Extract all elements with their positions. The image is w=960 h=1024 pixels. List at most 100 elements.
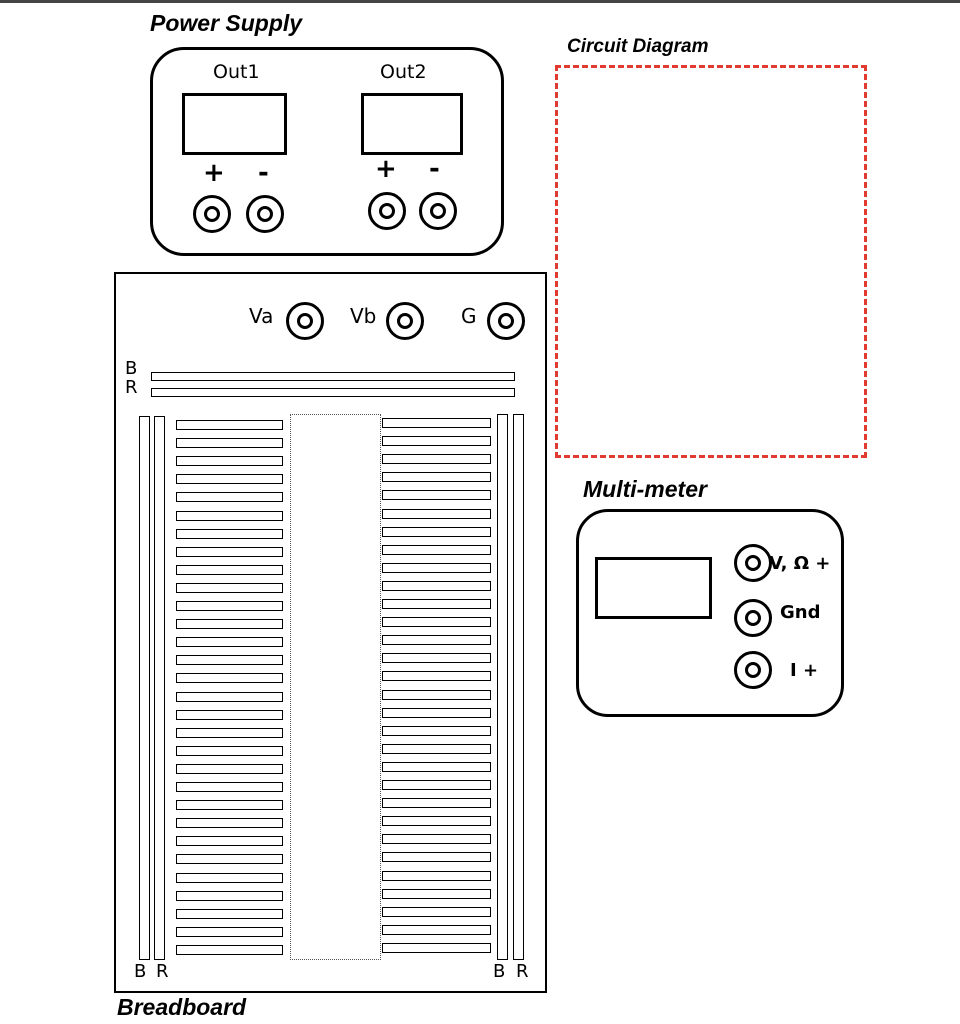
terminal-strip-right[interactable] xyxy=(382,744,491,754)
terminal-strip-right[interactable] xyxy=(382,490,491,500)
terminal-strip-left[interactable] xyxy=(176,529,283,539)
terminal-strip-left[interactable] xyxy=(176,456,283,466)
multimeter-panel: V, Ω + Gnd I + xyxy=(576,509,844,717)
terminal-strip-left[interactable] xyxy=(176,909,283,919)
terminal-strip-left[interactable] xyxy=(176,492,283,502)
terminal-strip-left[interactable] xyxy=(176,764,283,774)
terminal-va-jack-icon[interactable] xyxy=(286,302,324,340)
left-rail-r[interactable] xyxy=(154,416,165,960)
breadboard-title: Breadboard xyxy=(117,994,247,1020)
terminal-strip-left[interactable] xyxy=(176,836,283,846)
terminal-g-jack-icon[interactable] xyxy=(487,302,525,340)
out2-plus-label: + xyxy=(375,154,397,184)
terminal-strip-right[interactable] xyxy=(382,581,491,591)
power-supply-panel: Out1 + - Out2 + - xyxy=(150,47,504,256)
terminal-strip-left[interactable] xyxy=(176,420,283,430)
terminal-va-label: Va xyxy=(249,304,274,328)
terminal-strip-right[interactable] xyxy=(382,907,491,917)
terminal-strip-left[interactable] xyxy=(176,655,283,665)
terminal-strip-right[interactable] xyxy=(382,418,491,428)
terminal-strip-right[interactable] xyxy=(382,599,491,609)
terminal-strip-right[interactable] xyxy=(382,509,491,519)
terminal-strip-right[interactable] xyxy=(382,798,491,808)
center-channel xyxy=(290,414,381,960)
left-rail-b[interactable] xyxy=(139,416,150,960)
terminal-strip-left[interactable] xyxy=(176,945,283,955)
terminal-strip-right[interactable] xyxy=(382,780,491,790)
voltage-ohm-label: V, Ω + xyxy=(769,553,831,574)
terminal-strip-right[interactable] xyxy=(382,852,491,862)
circuit-diagram-area[interactable] xyxy=(555,65,867,458)
terminal-strip-right[interactable] xyxy=(382,436,491,446)
terminal-vb-jack-icon[interactable] xyxy=(386,302,424,340)
terminal-strip-left[interactable] xyxy=(176,873,283,883)
left-rail-r-label: R xyxy=(156,961,169,982)
out1-plus-jack-icon[interactable] xyxy=(193,195,231,233)
terminal-strip-right[interactable] xyxy=(382,472,491,482)
voltage-ohm-jack-icon[interactable] xyxy=(734,544,772,582)
terminal-strip-right[interactable] xyxy=(382,527,491,537)
terminal-strip-right[interactable] xyxy=(382,617,491,627)
terminal-strip-left[interactable] xyxy=(176,511,283,521)
ground-label: Gnd xyxy=(780,602,821,623)
terminal-strip-left[interactable] xyxy=(176,728,283,738)
circuit-diagram-title: Circuit Diagram xyxy=(567,36,709,57)
right-rail-b-label: B xyxy=(493,961,506,982)
terminal-strip-right[interactable] xyxy=(382,545,491,555)
terminal-strip-left[interactable] xyxy=(176,818,283,828)
terminal-strip-right[interactable] xyxy=(382,762,491,772)
right-rail-r-label: R xyxy=(516,961,529,982)
terminal-strip-left[interactable] xyxy=(176,692,283,702)
terminal-strip-right[interactable] xyxy=(382,653,491,663)
out2-label: Out2 xyxy=(380,61,427,83)
terminal-strip-left[interactable] xyxy=(176,673,283,683)
top-rail-b-label: B xyxy=(125,358,138,379)
multimeter-title: Multi-meter xyxy=(583,476,707,502)
out2-plus-jack-icon[interactable] xyxy=(368,192,406,230)
terminal-strip-right[interactable] xyxy=(382,943,491,953)
out1-minus-jack-icon[interactable] xyxy=(246,195,284,233)
terminal-strip-right[interactable] xyxy=(382,925,491,935)
terminal-strip-left[interactable] xyxy=(176,746,283,756)
out2-minus-label: - xyxy=(429,154,440,184)
power-supply-title: Power Supply xyxy=(150,10,303,36)
out1-display xyxy=(182,93,287,155)
terminal-strip-left[interactable] xyxy=(176,583,283,593)
ground-jack-icon[interactable] xyxy=(734,599,772,637)
breadboard-panel: Va Vb G B R B R B R xyxy=(114,272,547,993)
terminal-strip-right[interactable] xyxy=(382,690,491,700)
out2-minus-jack-icon[interactable] xyxy=(419,192,457,230)
terminal-strip-left[interactable] xyxy=(176,800,283,810)
top-rail-r-label: R xyxy=(125,377,138,398)
terminal-strip-left[interactable] xyxy=(176,782,283,792)
terminal-strip-left[interactable] xyxy=(176,438,283,448)
terminal-strip-right[interactable] xyxy=(382,889,491,899)
terminal-strip-right[interactable] xyxy=(382,635,491,645)
terminal-strip-right[interactable] xyxy=(382,726,491,736)
terminal-strip-left[interactable] xyxy=(176,474,283,484)
top-rail-r[interactable] xyxy=(151,388,515,397)
terminal-strip-right[interactable] xyxy=(382,454,491,464)
current-jack-icon[interactable] xyxy=(734,651,772,689)
terminal-strip-left[interactable] xyxy=(176,710,283,720)
terminal-strip-right[interactable] xyxy=(382,563,491,573)
terminal-strip-left[interactable] xyxy=(176,854,283,864)
terminal-strip-right[interactable] xyxy=(382,816,491,826)
terminal-strip-left[interactable] xyxy=(176,637,283,647)
terminal-strip-right[interactable] xyxy=(382,871,491,881)
terminal-strip-left[interactable] xyxy=(176,927,283,937)
out1-plus-label: + xyxy=(203,158,225,188)
terminal-strip-right[interactable] xyxy=(382,671,491,681)
right-rail-b[interactable] xyxy=(497,414,508,960)
terminal-strip-left[interactable] xyxy=(176,601,283,611)
right-rail-r[interactable] xyxy=(513,414,524,960)
terminal-strip-left[interactable] xyxy=(176,619,283,629)
terminal-strip-left[interactable] xyxy=(176,565,283,575)
terminal-strip-left[interactable] xyxy=(176,547,283,557)
terminal-strip-left[interactable] xyxy=(176,891,283,901)
top-rule xyxy=(0,0,960,3)
terminal-vb-label: Vb xyxy=(350,304,377,328)
terminal-strip-right[interactable] xyxy=(382,834,491,844)
terminal-strip-right[interactable] xyxy=(382,708,491,718)
top-rail-b[interactable] xyxy=(151,372,515,381)
